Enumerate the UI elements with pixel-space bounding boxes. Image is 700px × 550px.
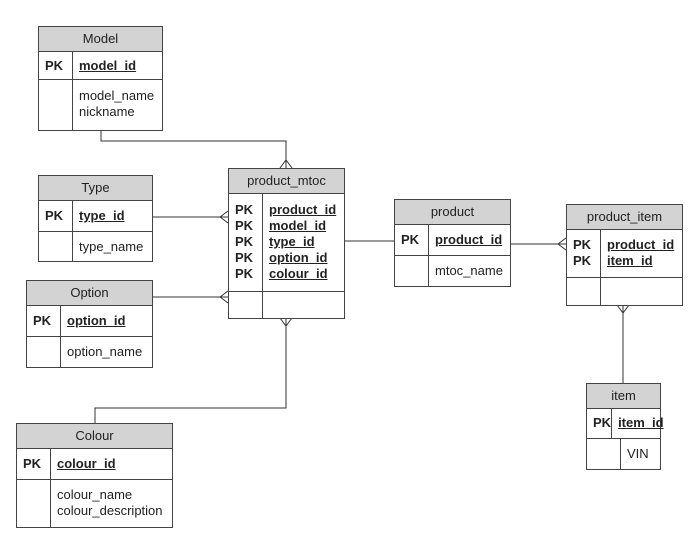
pk-field: item_id	[607, 253, 653, 268]
attr-field: nickname	[79, 104, 135, 119]
pk-field: product_id	[435, 232, 503, 247]
pk-label: PK	[23, 456, 42, 471]
pk-label: PK	[573, 237, 592, 252]
pk-field: option_id	[67, 313, 126, 328]
entity-title: Colour	[17, 424, 172, 449]
pk-label: PK	[235, 218, 254, 233]
rel-colour-mtoc	[94, 318, 287, 423]
entity-product: product PK product_id mtoc_name	[394, 199, 511, 287]
pk-section: PK item_id	[587, 409, 664, 439]
pk-label: PK	[235, 266, 254, 281]
pk-section: PK product_id	[395, 225, 510, 256]
attr-section	[229, 292, 344, 318]
pk-label: PK	[33, 313, 52, 328]
attr-section: model_name nickname	[39, 80, 162, 130]
crowfoot-productitem-product	[557, 237, 567, 251]
crowfoot-mtoc-model	[279, 159, 293, 169]
pk-section: PK option_id	[27, 306, 152, 337]
pk-section: PK PK product_id item_id	[567, 230, 682, 278]
pk-field: item_id	[618, 415, 664, 430]
pk-field: type_id	[269, 234, 315, 249]
pk-field: model_id	[79, 58, 137, 73]
entity-title: Model	[39, 27, 162, 52]
attr-section	[567, 278, 682, 305]
attr-section: mtoc_name	[395, 256, 510, 286]
pk-label: PK	[235, 250, 254, 265]
entity-colour: Colour PK colour_id colour_name colour_d…	[16, 423, 173, 528]
pk-field: colour_id	[269, 266, 328, 281]
pk-label: PK	[235, 234, 254, 249]
entity-option: Option PK option_id option_name	[26, 280, 153, 368]
attr-field: model_name	[79, 88, 155, 103]
entity-title: item	[587, 384, 660, 409]
pk-section: PK type_id	[39, 201, 152, 232]
entity-title: Type	[39, 176, 152, 201]
attr-field: option_name	[67, 344, 143, 359]
pk-label: PK	[593, 415, 612, 430]
entity-item: item PK item_id VIN	[586, 383, 664, 470]
rel-model-mtoc	[100, 128, 287, 168]
attr-section: type_name	[39, 232, 152, 261]
pk-label: PK	[401, 232, 420, 247]
entity-product-item: product_item PK PK product_id item_id	[566, 204, 683, 306]
crowfoot-mtoc-colour	[279, 317, 293, 327]
entity-title: product	[395, 200, 510, 225]
attr-section: VIN	[587, 439, 660, 469]
crowfoot-mtoc-type	[219, 210, 229, 224]
pk-label: PK	[573, 253, 592, 268]
attr-field: mtoc_name	[435, 263, 503, 278]
pk-label: PK	[45, 208, 64, 223]
pk-section: PK model_id	[39, 52, 162, 80]
pk-section: PK PK PK PK PK product_id model_id type_…	[229, 194, 344, 292]
pk-field: model_id	[269, 218, 327, 233]
pk-field: option_id	[269, 250, 328, 265]
entity-title: product_item	[567, 205, 682, 230]
entity-title: product_mtoc	[229, 169, 344, 194]
entity-model: Model PK model_id model_name nickname	[38, 26, 163, 131]
attr-section: option_name	[27, 337, 152, 367]
pk-field: product_id	[607, 237, 675, 252]
pk-field: product_id	[269, 202, 337, 217]
pk-label: PK	[45, 58, 64, 73]
crowfoot-productitem-item	[616, 304, 630, 314]
attr-field: VIN	[627, 446, 649, 461]
attr-field: type_name	[79, 239, 144, 254]
attr-field: colour_description	[57, 503, 163, 518]
entity-product-mtoc: product_mtoc PK PK PK PK PK product_id m…	[228, 168, 345, 319]
pk-field: type_id	[79, 208, 125, 223]
crowfoot-mtoc-option	[219, 290, 229, 304]
attr-field: colour_name	[57, 487, 133, 502]
pk-field: colour_id	[57, 456, 116, 471]
entity-title: Option	[27, 281, 152, 306]
attr-section: colour_name colour_description	[17, 480, 172, 527]
pk-label: PK	[235, 202, 254, 217]
pk-section: PK colour_id	[17, 449, 172, 480]
entity-type: Type PK type_id type_name	[38, 175, 153, 262]
